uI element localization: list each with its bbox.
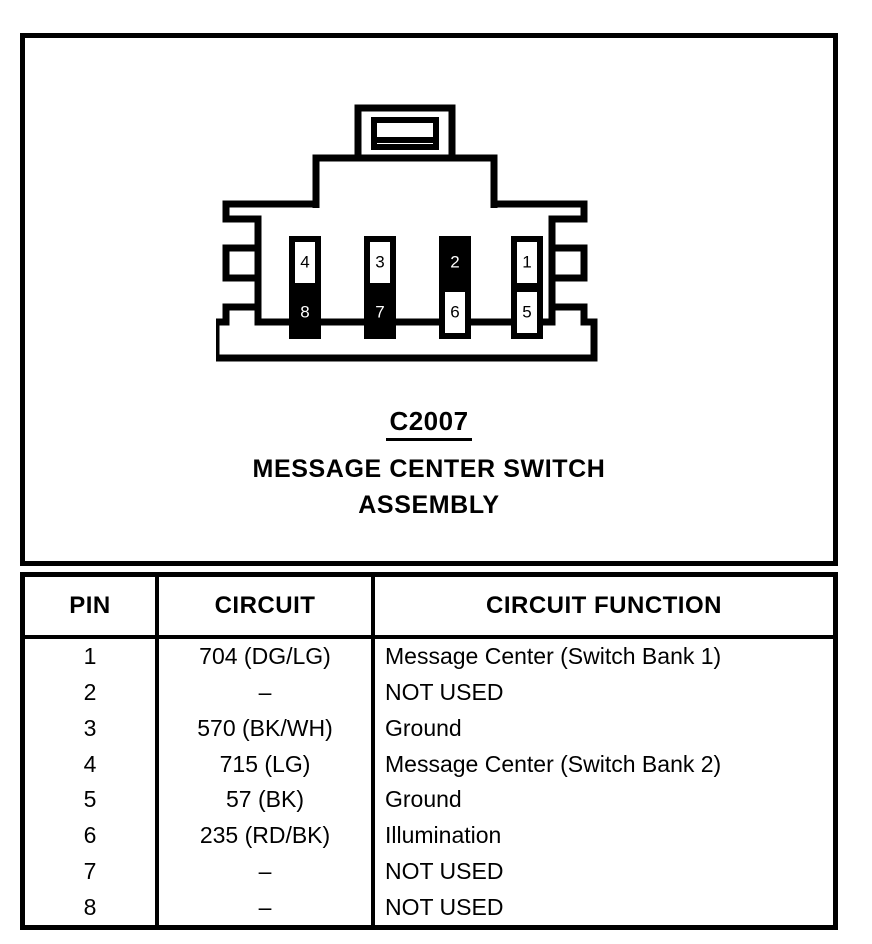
pin-cavity-4[interactable]: 4 [289,236,321,289]
connector-code: C2007 [386,407,472,442]
row-pin: 5 [25,781,159,818]
pin-cavity-3-label: 3 [375,252,384,271]
row-pin: 1 [25,637,159,675]
table-row: 8 – NOT USED [25,889,833,925]
connector-face-svg: 4 3 2 1 [216,104,598,362]
pin-cavity-5-label: 5 [522,302,531,321]
header-function: CIRCUIT FUNCTION [373,577,833,639]
table-row: 7 – NOT USED [25,853,833,890]
pin-cavity-5[interactable]: 5 [511,286,543,339]
row-pin: 7 [25,853,159,890]
pin-cavity-1[interactable]: 1 [511,236,543,289]
row-function: NOT USED [385,679,504,706]
pin-table-head: PIN CIRCUIT CIRCUIT FUNCTION [25,577,833,639]
header-circuit: CIRCUIT [157,577,375,639]
table-row: 6 235 (RD/BK) Illumination [25,817,833,854]
table-row: 2 – NOT USED [25,674,833,711]
header-pin: PIN [25,577,159,639]
row-pin: 4 [25,746,159,782]
pin-row-top: 4 3 2 1 [289,236,543,289]
pin-row-bottom: 8 7 6 5 [289,286,543,339]
table-row: 3 570 (BK/WH) Ground [25,710,833,747]
connector-name-line-1: MESSAGE CENTER SWITCH [252,455,606,484]
row-circuit: 235 (RD/BK) [157,817,375,854]
pin-cavity-6[interactable]: 6 [439,286,471,339]
row-function: Ground [385,786,462,813]
pin-cavity-1-label: 1 [522,252,531,271]
row-function: Illumination [385,822,502,849]
latch-tab-outer [354,104,456,162]
pin-cavity-4-label: 4 [300,252,309,271]
row-pin: 2 [25,674,159,711]
row-circuit: 57 (BK) [157,781,375,818]
row-circuit: 715 (LG) [157,746,375,782]
row-pin: 8 [25,889,159,925]
pin-cavity-2-label: 2 [450,252,459,271]
pin-cavity-8-label: 8 [300,302,309,321]
pin-cavity-7-label: 7 [375,302,384,321]
row-function: Message Center (Switch Bank 1) [385,643,722,670]
row-circuit: 570 (BK/WH) [157,710,375,747]
row-function: NOT USED [385,893,504,920]
row-pin: 6 [25,817,159,854]
pin-assignment-table: PIN CIRCUIT CIRCUIT FUNCTION 1 704 (DG/L… [25,577,833,925]
row-circuit: – [157,853,375,890]
connector-inner-body [254,219,556,326]
connector-caption: C2007 MESSAGE CENTER SWITCH ASSEMBLY [25,407,833,520]
pin-cavity-6-label: 6 [450,302,459,321]
connector-illustration: 4 3 2 1 [25,38,833,378]
connector-diagram-panel: 4 3 2 1 [20,33,838,566]
pin-table-panel: PIN CIRCUIT CIRCUIT FUNCTION 1 704 (DG/L… [20,572,838,930]
pin-table-body: 1 704 (DG/LG) Message Center (Switch Ban… [25,637,833,925]
table-row: 1 704 (DG/LG) Message Center (Switch Ban… [25,637,833,675]
pin-cavity-2[interactable]: 2 [439,236,471,289]
pin-cavity-7[interactable]: 7 [364,286,396,339]
row-function: NOT USED [385,857,504,884]
pin-cavity-8[interactable]: 8 [289,286,321,339]
row-pin: 3 [25,710,159,747]
row-circuit: – [157,889,375,925]
row-function: Ground [385,714,462,741]
table-header-row: PIN CIRCUIT CIRCUIT FUNCTION [25,577,833,639]
row-circuit: – [157,674,375,711]
row-function: Message Center (Switch Bank 2) [385,750,722,777]
pin-cavity-3[interactable]: 3 [364,236,396,289]
row-circuit: 704 (DG/LG) [157,637,375,675]
latch-tab-inner [371,117,439,150]
connector-name-line-2: ASSEMBLY [358,491,500,520]
table-row: 4 715 (LG) Message Center (Switch Bank 2… [25,746,833,782]
table-row: 5 57 (BK) Ground [25,781,833,818]
caption-code-wrap: C2007 [25,407,833,442]
